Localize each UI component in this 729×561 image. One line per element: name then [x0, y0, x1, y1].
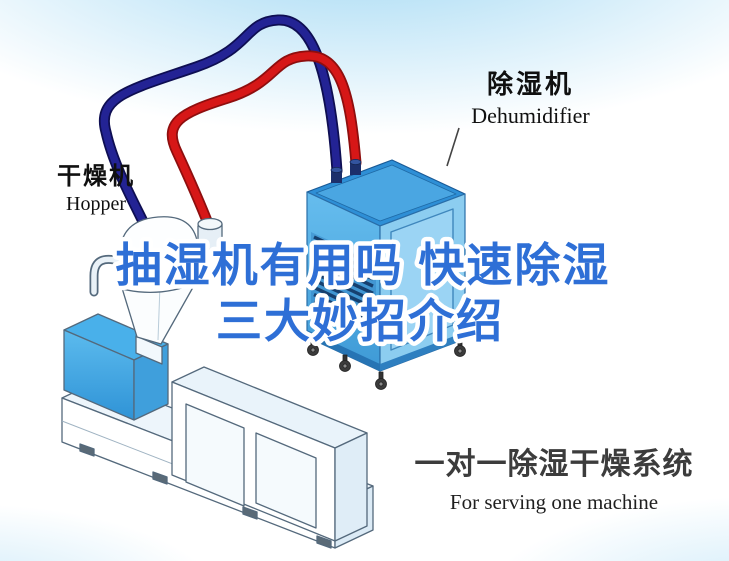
- machine-feet: [79, 443, 332, 549]
- cabinet-door: [255, 432, 317, 529]
- side-door: [390, 208, 454, 351]
- hopper-label-en: Hopper: [66, 192, 126, 215]
- main-cabinet: [171, 366, 368, 542]
- door-handle: [396, 243, 399, 255]
- hopper-label-zh: 干燥机: [57, 163, 135, 190]
- hopper-label: 干燥机 Hopper: [36, 163, 156, 216]
- hopper-funnel: [119, 216, 199, 365]
- supply-air-pipe: [166, 50, 362, 232]
- caption: 一对一除湿干燥系统 For serving one machine: [404, 448, 704, 514]
- caption-zh: 一对一除湿干燥系统: [414, 448, 694, 481]
- vent-grille: [313, 235, 374, 331]
- supply-air-pipe-body: [168, 52, 360, 230]
- loader-tube: [89, 254, 127, 297]
- dehumidifier-label-en: Dehumidifier: [471, 102, 590, 128]
- dehumidifier-illustration: [306, 159, 466, 390]
- hopper-dryer-illustration: [61, 216, 374, 549]
- hose-stubs: [330, 159, 362, 183]
- blower-unit: [197, 217, 223, 251]
- return-air-pipe-body: [100, 16, 341, 236]
- pointer-line: [446, 127, 460, 167]
- dehumidifier-label-zh: 除湿机: [486, 69, 574, 99]
- caster-wheels: [307, 338, 466, 390]
- return-air-pipe: [98, 14, 343, 238]
- hopper-dome: [119, 216, 199, 257]
- dehumidifier-label: 除湿机 Dehumidifier: [458, 69, 603, 128]
- headline-line2: 三大妙招介绍: [216, 295, 504, 347]
- caption-en: For serving one machine: [449, 489, 659, 514]
- headline-line1: 抽湿机有用吗 快速除湿: [116, 239, 611, 291]
- cabinet-door: [185, 403, 245, 507]
